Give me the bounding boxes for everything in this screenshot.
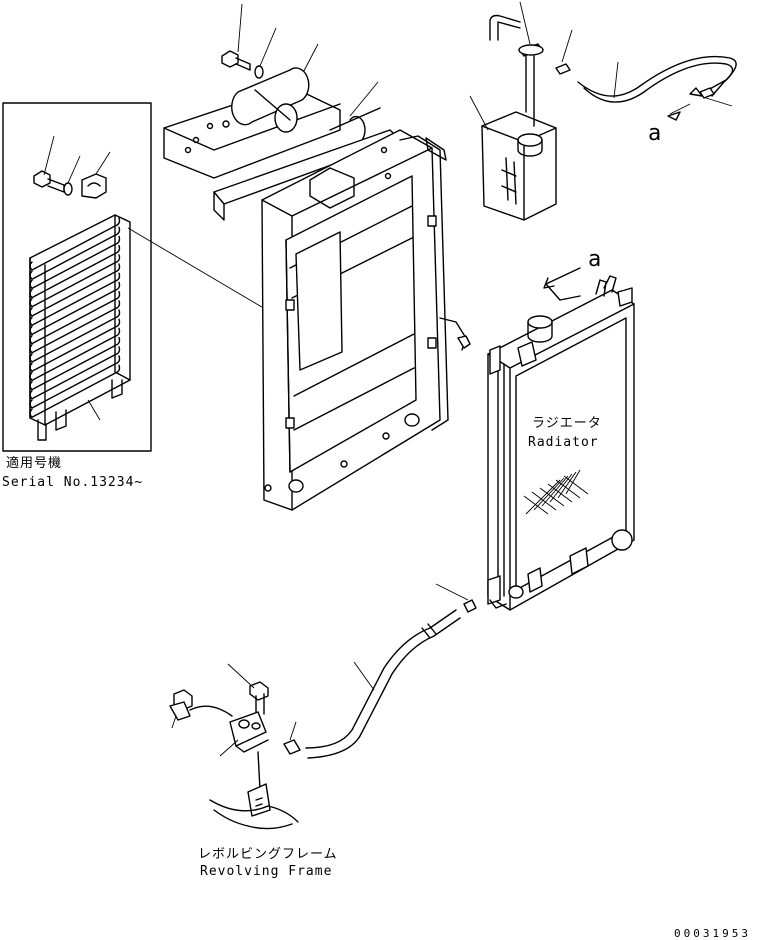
serial-jp-label: 適用号機 [6, 455, 62, 471]
radiator-core-hatch [523, 469, 589, 515]
hatch-line [539, 487, 565, 507]
cooler-fin [29, 290, 121, 345]
cooler-fin [29, 244, 121, 299]
reserve-tank [469, 95, 557, 221]
cooler-fin [29, 263, 121, 317]
cooler-fin [29, 300, 121, 354]
cooler-fin [29, 281, 121, 336]
serial-en-label: Serial No.13234~ [2, 475, 143, 490]
radiator [487, 267, 635, 611]
cooler-fin [29, 318, 121, 372]
hatch-line [565, 469, 581, 495]
hatch-line [525, 479, 561, 515]
hatch-line [523, 495, 549, 515]
inset-washer [63, 155, 81, 196]
drain-valve-assembly [169, 663, 299, 830]
cooler-fin [29, 272, 121, 326]
cooler-fin [29, 364, 121, 418]
cooler-fin [29, 254, 121, 308]
hatch-line [541, 475, 569, 507]
hatch-line [533, 477, 565, 511]
inset-frame [2, 102, 152, 452]
overflow-hose [489, 1, 737, 127]
arrow-a-top-label: a [648, 121, 661, 146]
hatch-line [555, 479, 581, 499]
drawing-code: 00031953 [674, 927, 751, 940]
inset-clamp [81, 151, 111, 199]
frame-en-label: Revolving Frame [200, 864, 332, 879]
cooler-fin [29, 336, 121, 391]
top-bolt-assembly [221, 3, 277, 79]
cooler-fin [29, 327, 121, 382]
lower-hose [283, 583, 477, 759]
hatch-line [563, 475, 589, 495]
arrow-a-side-label: a [588, 247, 601, 272]
cooler-fin [29, 309, 121, 363]
hatch-line [549, 473, 573, 503]
cooler-fin [29, 355, 121, 409]
hatch-line [531, 491, 557, 511]
cooler-fin [29, 217, 121, 271]
radiator-jp-label: ラジエータ [532, 416, 602, 431]
hatch-line [547, 483, 573, 503]
oil-cooler-inset [2, 102, 339, 452]
radiator-shroud-frame [213, 129, 471, 511]
support-pipe [231, 67, 381, 141]
cooler-fin [29, 346, 121, 400]
frame-jp-label: レボルビングフレーム [198, 847, 338, 862]
hatch-line [557, 471, 577, 499]
inset-bolt [33, 135, 65, 193]
cooler-fin [29, 226, 121, 280]
radiator-en-label: Radiator [528, 435, 599, 450]
oil-cooler-core [29, 214, 131, 441]
cooler-fin [29, 235, 121, 290]
